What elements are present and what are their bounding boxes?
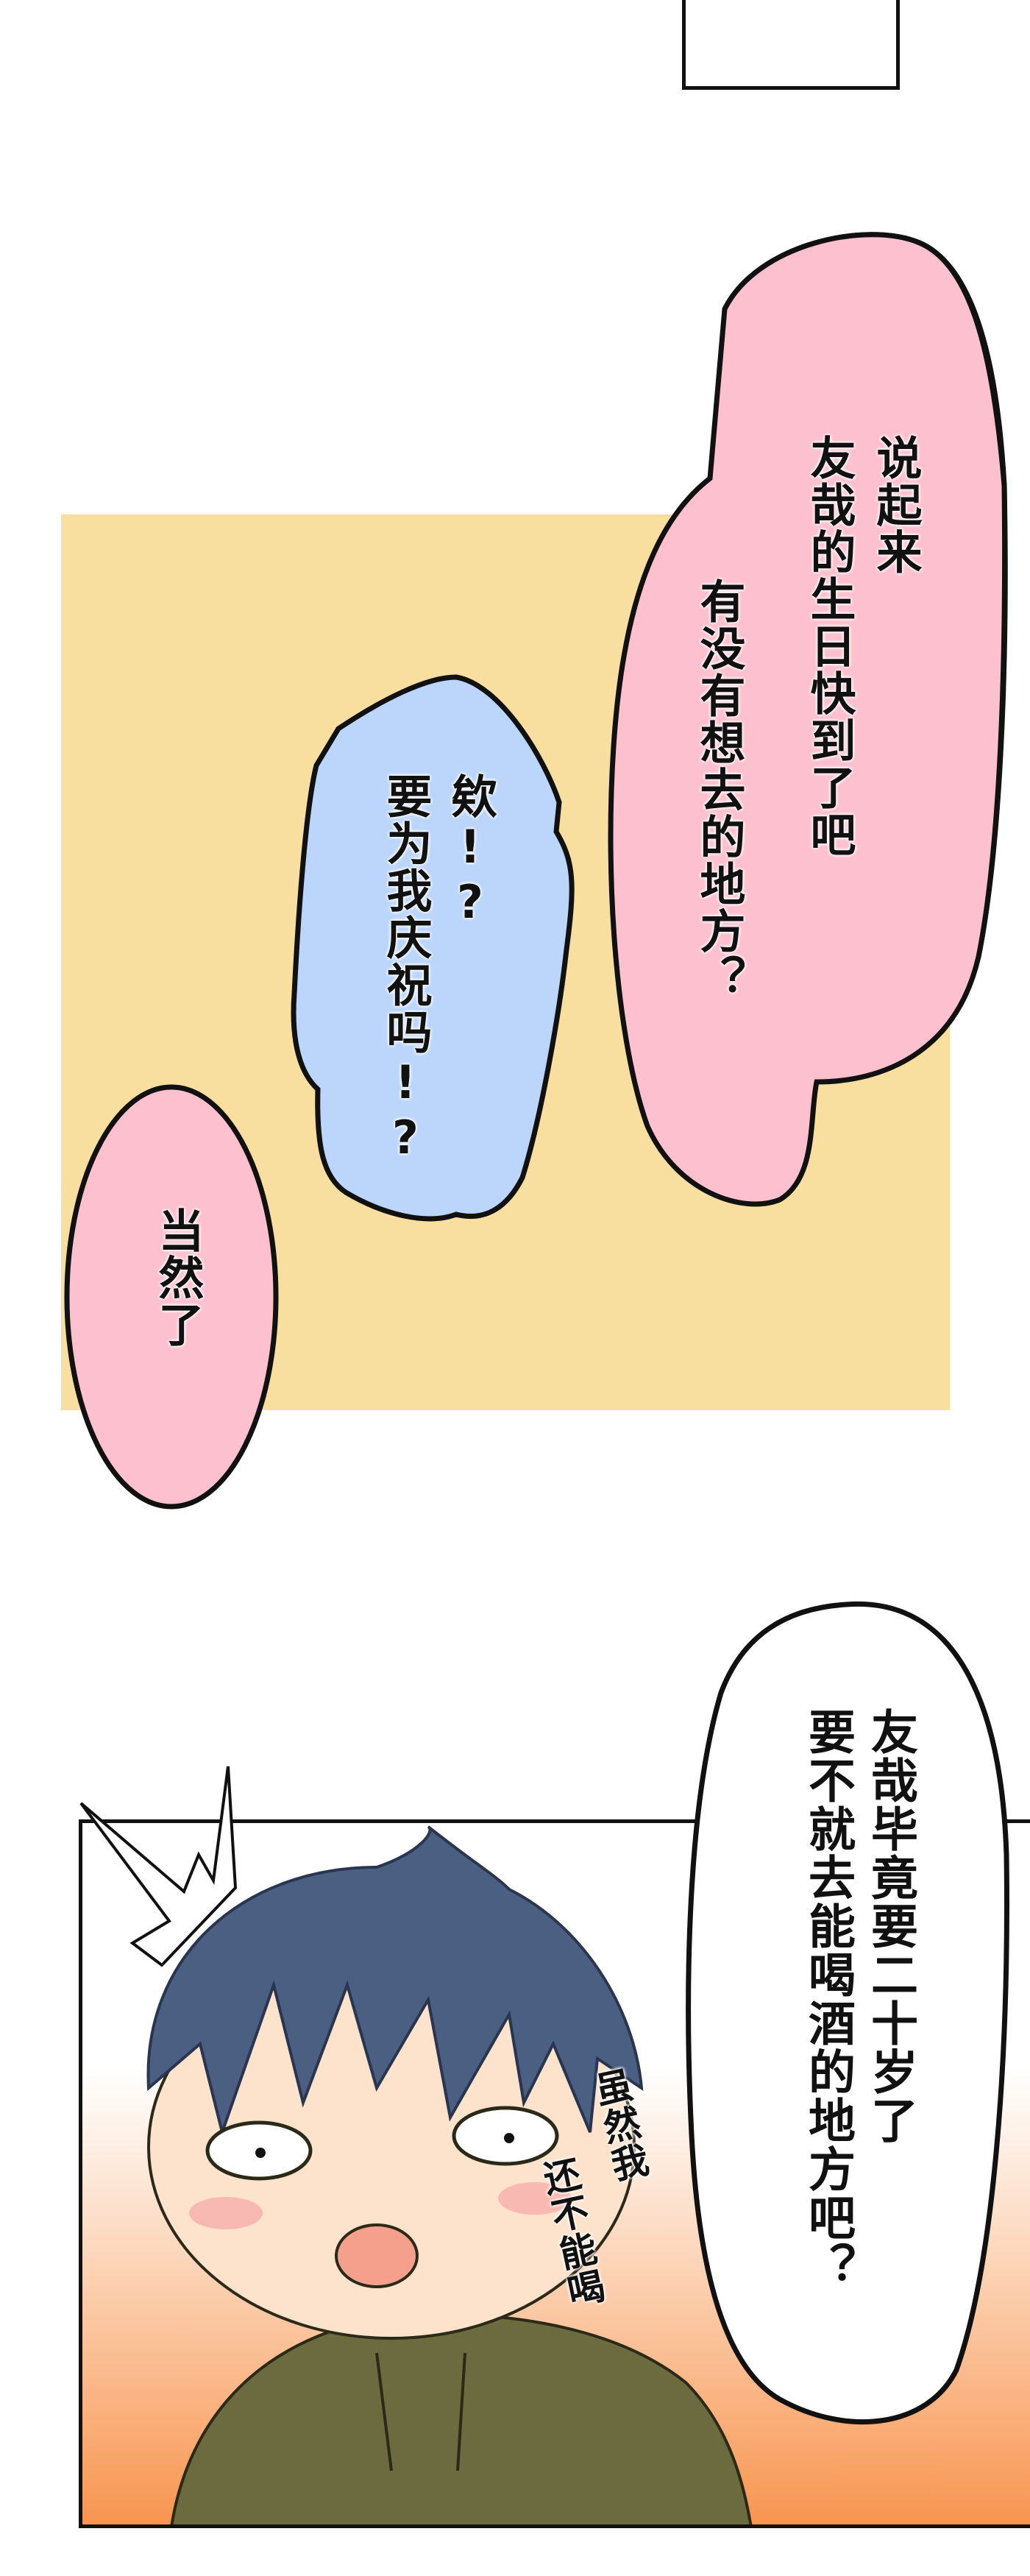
- bubble-text-pink-top-2: 友哉的生日快到了吧: [802, 434, 856, 858]
- bubble-text-blue-2: 要为我庆祝吗!?: [378, 773, 433, 1166]
- bubble-text-white-2: 要不就去能喝酒的地方吧？: [800, 1708, 855, 2290]
- speech-bubble-pink-bottom: [64, 1084, 279, 1510]
- speech-bubble-pink-middle: [608, 232, 1008, 1207]
- bubble-text-pink-bottom: 当然了: [150, 1207, 205, 1348]
- top-panel-fragment: [682, 0, 900, 90]
- speech-bubble-blue: [291, 674, 575, 1222]
- bubble-text-pink-middle: 有没有想去的地方？: [692, 578, 746, 1002]
- character-illustration: [146, 1825, 753, 2524]
- mouth: [335, 2223, 419, 2288]
- bubble-text-pink-top-1: 说起来: [868, 434, 923, 576]
- bubble-text-blue-1: 欸!?: [443, 773, 497, 930]
- bubble-text-white-1: 友哉毕竟要二十岁了: [863, 1708, 917, 2145]
